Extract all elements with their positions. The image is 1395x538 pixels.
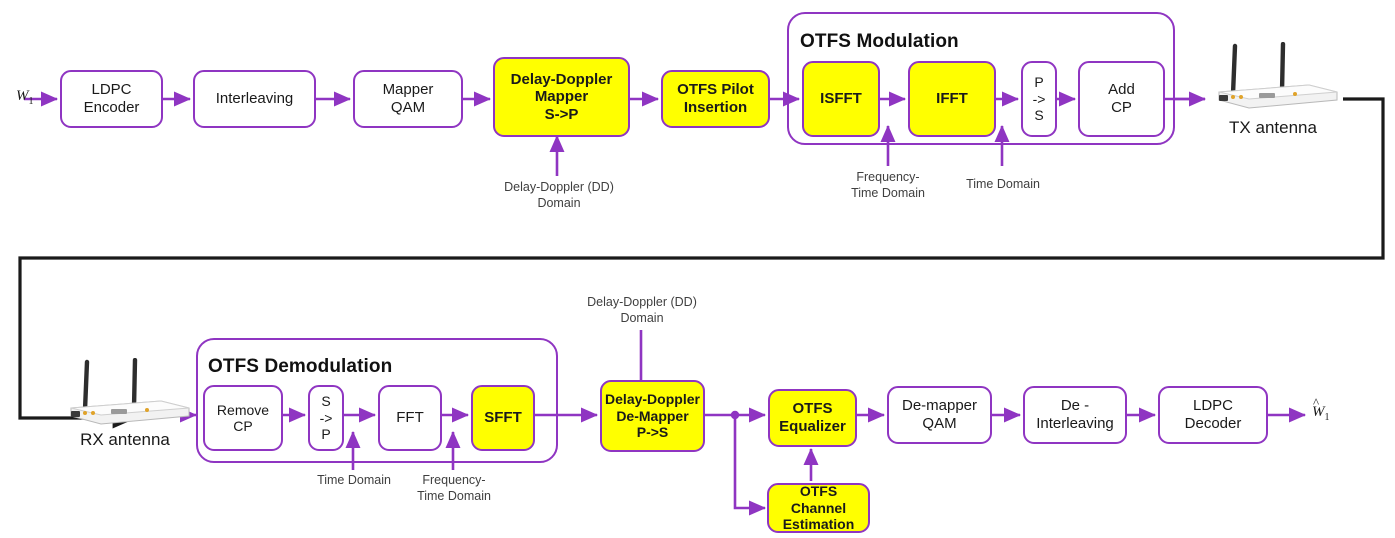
annotation-tx-time-domain: Time Domain: [966, 177, 1040, 191]
output-label-sub: 1: [1324, 412, 1330, 423]
tx-antenna-device: [1203, 41, 1343, 110]
antenna-rods: [1230, 41, 1286, 97]
block-label: OTFS Equalizer: [779, 400, 846, 435]
block-isfft[interactable]: ISFFT: [802, 61, 880, 137]
block-otfs-channel-estimation[interactable]: OTFS Channel Estimation: [767, 483, 870, 533]
input-label-text: W: [16, 88, 29, 104]
block-label: IFFT: [936, 90, 968, 108]
wire-junction-dot: [730, 410, 740, 420]
block-label: Remove CP: [216, 401, 270, 434]
annotation-tx-dd-domain: Delay-Doppler (DD) Domain: [504, 180, 614, 210]
input-label: W1: [16, 88, 34, 107]
block-fft[interactable]: FFT: [378, 385, 442, 451]
block-label: P -> S: [1032, 74, 1046, 124]
block-label: De - Interleaving: [1036, 397, 1114, 432]
container-otfs-demodulation-title: OTFS Demodulation: [208, 356, 393, 377]
block-label: Add CP: [1108, 81, 1135, 116]
rx-antenna-device: [55, 357, 195, 426]
output-label: W1: [1312, 404, 1330, 423]
router-body: [1218, 84, 1338, 109]
block-label: LDPC Encoder: [83, 81, 140, 116]
block-s-to-p[interactable]: S -> P: [308, 385, 344, 451]
block-de-mapper-qam[interactable]: De-mapper QAM: [887, 386, 992, 444]
block-ldpc-decoder[interactable]: LDPC Decoder: [1158, 386, 1268, 444]
block-delay-doppler-de-mapper[interactable]: Delay-Doppler De-Mapper P->S: [600, 380, 705, 452]
router-body: [70, 400, 190, 425]
block-label: LDPC Decoder: [1184, 397, 1242, 432]
block-label: FFT: [396, 409, 424, 427]
container-otfs-demodulation: [196, 338, 558, 463]
annotation-rx-dd-domain: Delay-Doppler (DD) Domain: [587, 295, 697, 325]
annotation-rx-frequency-time-domain: Frequency- Time Domain: [417, 473, 491, 503]
container-otfs-modulation: [787, 12, 1175, 145]
input-label-sub: 1: [28, 96, 34, 107]
block-ifft[interactable]: IFFT: [908, 61, 996, 137]
annotation-rx-time-domain: Time Domain: [317, 473, 391, 487]
block-remove-cp[interactable]: Remove CP: [203, 385, 283, 451]
block-ldpc-encoder[interactable]: LDPC Encoder: [60, 70, 163, 128]
container-otfs-modulation-title: OTFS Modulation: [800, 31, 959, 52]
block-delay-doppler-mapper[interactable]: Delay-Doppler Mapper S->P: [493, 57, 630, 137]
block-label: Delay-Doppler Mapper S->P: [510, 70, 613, 123]
block-sfft[interactable]: SFFT: [471, 385, 535, 451]
block-label: Interleaving: [215, 90, 294, 108]
antenna-rods: [82, 357, 138, 413]
block-interleaving[interactable]: Interleaving: [193, 70, 316, 128]
tx-antenna-label: TX antenna: [1229, 118, 1317, 137]
block-otfs-equalizer[interactable]: OTFS Equalizer: [768, 389, 857, 447]
block-de-interleaving[interactable]: De - Interleaving: [1023, 386, 1127, 444]
block-add-cp[interactable]: Add CP: [1078, 61, 1165, 137]
block-label: Mapper QAM: [382, 81, 434, 116]
block-label: De-mapper QAM: [901, 397, 978, 432]
block-otfs-pilot-insertion[interactable]: OTFS Pilot Insertion: [661, 70, 770, 128]
block-p-to-s[interactable]: P -> S: [1021, 61, 1057, 137]
block-label: SFFT: [484, 409, 522, 427]
block-label: ISFFT: [820, 90, 862, 108]
annotation-tx-frequency-time-domain: Frequency- Time Domain: [851, 170, 925, 200]
output-label-text: W: [1312, 404, 1325, 420]
block-label: Delay-Doppler De-Mapper P->S: [605, 391, 700, 441]
block-label: OTFS Pilot Insertion: [677, 81, 754, 116]
rx-antenna-label: RX antenna: [80, 430, 170, 449]
block-mapper-qam[interactable]: Mapper QAM: [353, 70, 463, 128]
block-label: S -> P: [319, 393, 333, 443]
block-label: OTFS Channel Estimation: [782, 483, 855, 533]
